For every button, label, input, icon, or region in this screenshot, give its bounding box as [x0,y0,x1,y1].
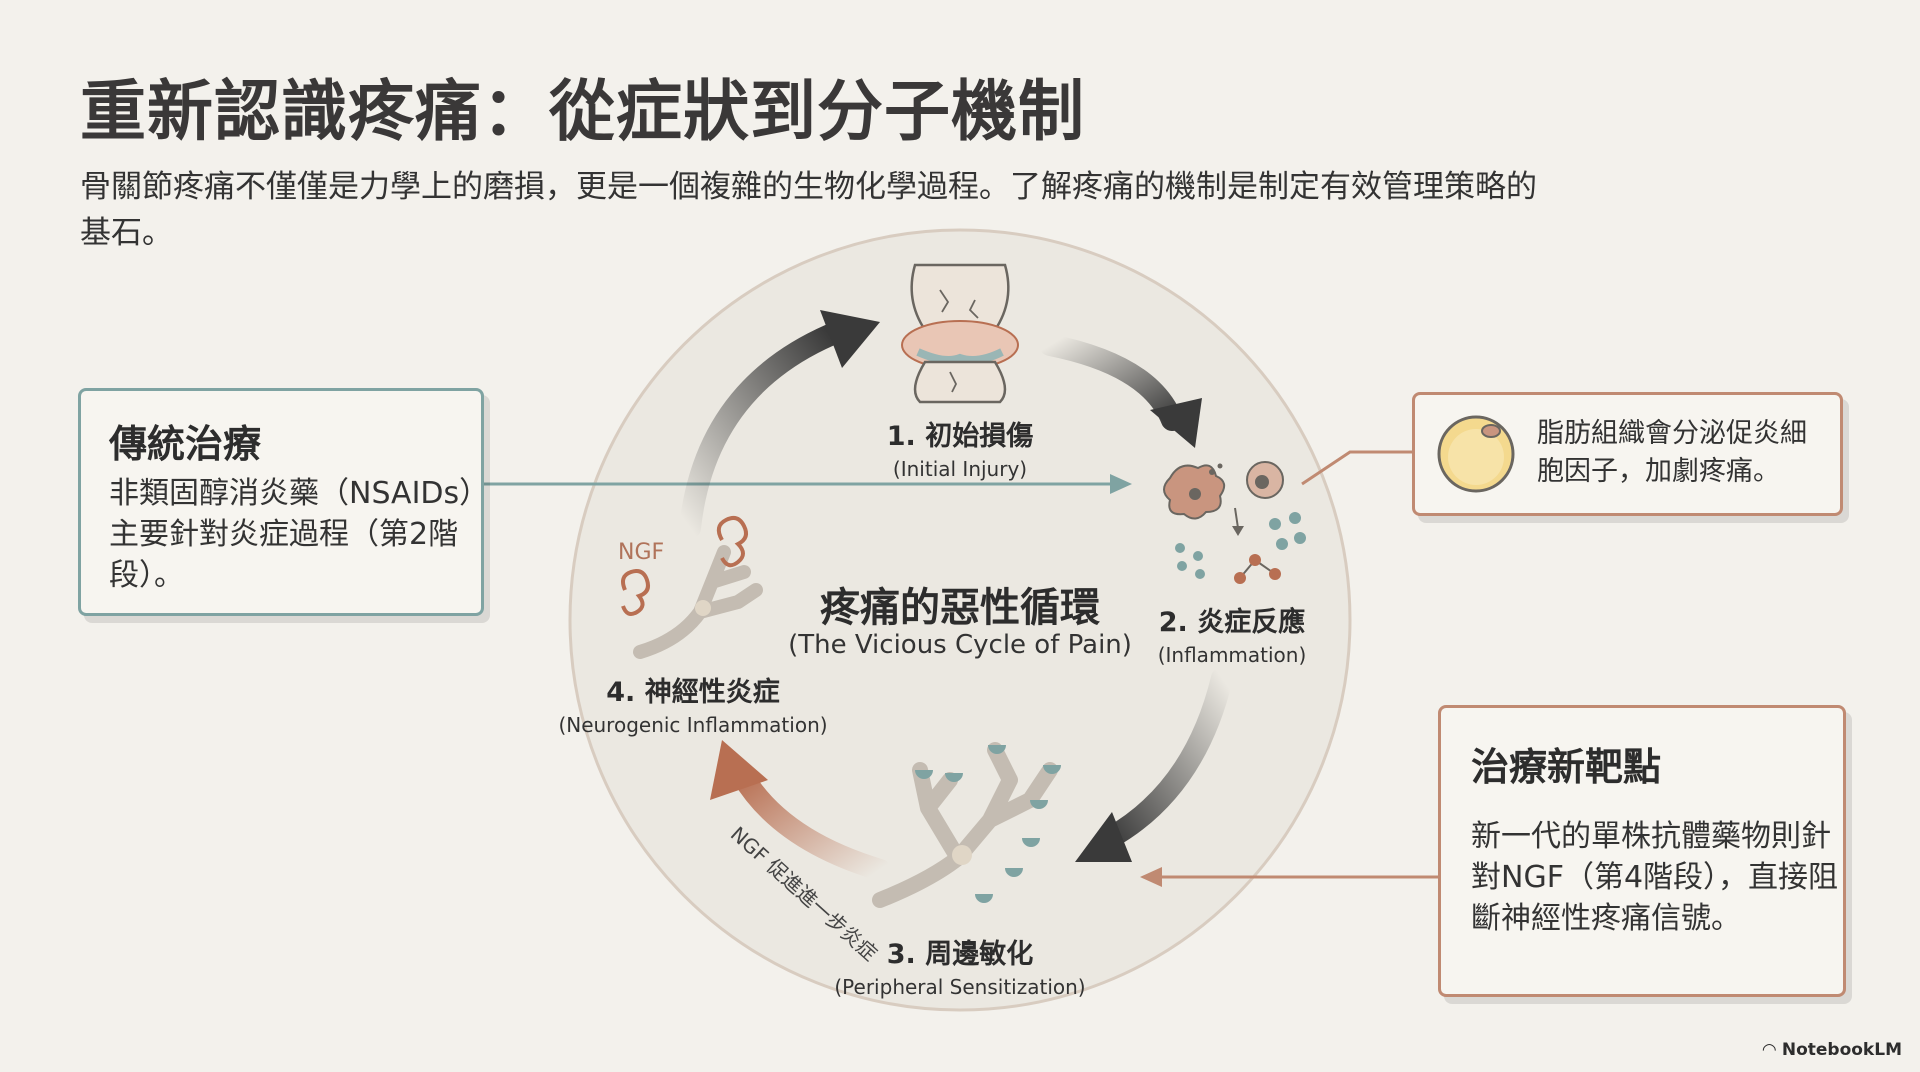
arrowhead-stage2 [1150,398,1202,448]
stage-3-label: 3. 周邊敏化 (Peripheral Sensitization) [834,932,1085,999]
joint-illustration [901,263,1019,404]
new-target-body: 新一代的單株抗體藥物則針對NGF（第4階段），直接阻斷神經性疼痛信號。 [1471,819,1839,936]
adipose-connector-line [1301,450,1412,486]
page-title: 重新認識疼痛：從症狀到分子機制 [80,72,1085,150]
stage-1-title: 1. 初始損傷 [886,421,1034,452]
fat-cell-icon [1437,415,1515,493]
stage-1-label: 1. 初始損傷 (Initial Injury) [887,414,1033,481]
new-target-title: 治療新靶點 [1471,745,1662,789]
ngf-molecule-label: NGF [618,540,665,565]
adipose-tissue-body: 脂肪組織會分泌促炎細胞因子，加劇疼痛。 [1537,418,1807,487]
stage-2-title: 2. 炎症反應 [1158,607,1306,638]
stage-4-subtitle: (Neurogenic Inflammation) [558,713,828,737]
new-target-arrowhead [1140,867,1162,887]
notebooklm-logo-icon: ◠ [1762,1040,1776,1060]
arrow-stage2-to-stage3 [1099,667,1233,849]
cycle-title: 疼痛的惡性循環 [820,585,1100,631]
stage-4-title: 4. 神經性炎症 [606,677,780,708]
nsaid-arrowhead [1110,474,1132,494]
traditional-treatment-card: 傳統治療 非類固醇消炎藥（NSAIDs）主要針對炎症過程（第2階段）。 [78,388,484,616]
arrowhead-stage4 [710,740,768,800]
adipose-tissue-card: 脂肪組織會分泌促炎細胞因子，加劇疼痛。 [1412,392,1843,516]
stage-3-title: 3. 周邊敏化 [886,939,1034,970]
stage-3-subtitle: (Peripheral Sensitization) [834,975,1086,999]
stage-2-label: 2. 炎症反應 (Inflammation) [1158,600,1307,667]
page-subtitle: 骨關節疼痛不僅僅是力學上的磨損，更是一個複雜的生物化學過程。了解疼痛的機制是制定… [80,169,1537,251]
stage-1-subtitle: (Initial Injury) [892,457,1028,481]
arrow-stage3-to-stage4 [731,764,891,881]
traditional-treatment-title: 傳統治療 [109,422,262,466]
brand-name: NotebookLM [1781,1040,1902,1060]
arrow-stage4-to-stage1 [679,324,841,539]
stage-4-label: 4. 神經性炎症 (Neurogenic Inflammation) [558,670,827,737]
inflammation-illustration [1163,461,1306,584]
new-target-card: 治療新靶點 新一代的單株抗體藥物則針對NGF（第4階段），直接阻斷神經性疼痛信號… [1438,705,1846,997]
traditional-treatment-body: 非類固醇消炎藥（NSAIDs）主要針對炎症過程（第2階段）。 [109,476,475,593]
cycle-subtitle: (The Vicious Cycle of Pain) [788,630,1132,660]
brand-watermark: ◠NotebookLM [1763,1040,1902,1060]
arrowhead-stage1 [820,310,880,368]
arrowhead-stage3 [1075,812,1132,862]
stage-2-subtitle: (Inflammation) [1157,643,1307,667]
ngf-neuron-illustration [621,516,763,659]
neuron-receptor-illustration [872,742,1061,908]
